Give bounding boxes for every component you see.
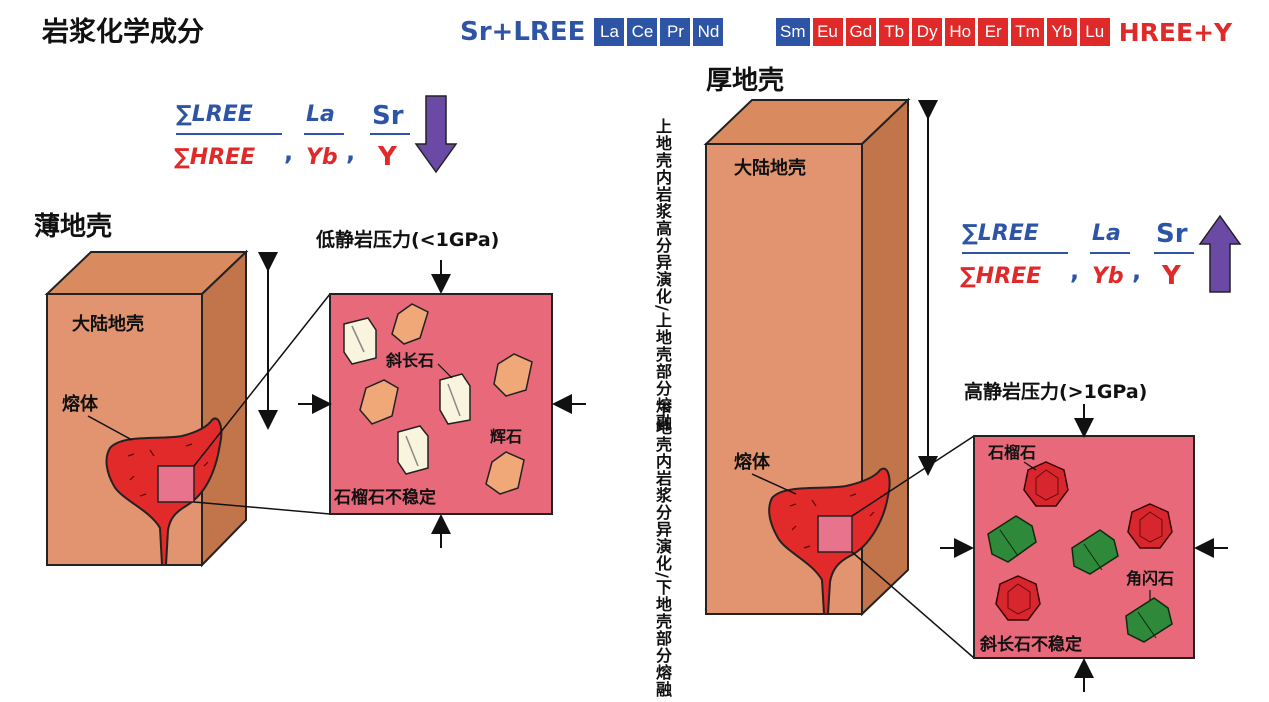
page-title: 岩浆化学成分: [42, 17, 204, 48]
thick-melt-pointer: [751, 473, 797, 495]
pyroxene-label: 辉石: [490, 427, 522, 446]
plagioclase-crystals: [343, 317, 471, 475]
amphibole-crystals: [987, 515, 1173, 643]
thin-crust-label: 大陆地壳: [72, 313, 144, 335]
hree-legend-label: HREE+Y: [1118, 17, 1233, 47]
la-label: La: [306, 102, 335, 127]
thin-melt-label: 熔体: [62, 393, 99, 415]
element-chip-tm: Tm: [1011, 18, 1044, 46]
thin-crust-block: [44, 249, 249, 568]
zoom-line-bottom: [193, 501, 331, 515]
element-chip-er: Er: [978, 18, 1009, 46]
high-pressure-label: 高静岩压力(>1GPa): [964, 380, 1147, 403]
zoom-line-top: [851, 435, 975, 517]
magnified-region: [817, 515, 853, 553]
ratio-group-thick: ∑LREE ∑HREE , La Yb , Sr Y: [960, 214, 1242, 293]
la-label: La: [1092, 221, 1121, 246]
lree-sum-label: ∑LREE: [176, 102, 253, 127]
lree-sum-label: ∑LREE: [962, 221, 1039, 246]
yb-label: Yb: [306, 145, 338, 170]
sr-label: Sr: [1156, 219, 1188, 249]
lower-crust-note: 下地壳内岩浆分异演化/下地壳部分熔融: [653, 402, 672, 698]
ratio-separator: ,: [284, 138, 293, 166]
element-chip-dy: Dy: [912, 18, 943, 46]
hree-sum-label: ∑HREE: [174, 145, 255, 170]
element-chip-gd: Gd: [845, 18, 877, 46]
low-pressure-label: 低静岩压力(<1GPa): [315, 228, 499, 251]
plagioclase-label: 斜长石: [385, 351, 434, 370]
thick-crust-heading: 厚地壳: [706, 66, 785, 96]
element-chip-tb: Tb: [879, 18, 910, 46]
ratio-separator: ,: [1132, 257, 1141, 285]
element-chip-pr: Pr: [660, 18, 691, 46]
thin-crust-heading: 薄地壳: [34, 212, 113, 242]
ratio-separator: ,: [1070, 257, 1079, 285]
thick-unstable-label: 斜长石不稳定: [979, 634, 1082, 655]
hree-legend: Sm Eu Gd Tb Dy Ho Er Tm Yb Lu HREE+Y: [776, 16, 1232, 48]
decrease-arrow-icon: [414, 95, 458, 174]
element-chip-eu: Eu: [812, 18, 843, 46]
ratio-separator: ,: [346, 138, 355, 166]
hree-sum-label: ∑HREE: [960, 264, 1041, 289]
thick-crust-block: [703, 97, 911, 617]
increase-arrow-icon: [1198, 214, 1242, 293]
thick-melt-label: 熔体: [734, 451, 771, 473]
y-label: Y: [1161, 261, 1182, 291]
element-chip-ho: Ho: [945, 18, 976, 46]
thin-unstable-label: 石榴石不稳定: [333, 487, 436, 508]
yb-label: Yb: [1092, 264, 1124, 289]
pyroxene-crystals: [359, 303, 533, 495]
element-chip-yb: Yb: [1046, 18, 1077, 46]
garnet-label: 石榴石: [987, 443, 1036, 462]
ratio-group-thin: ∑LREE ∑HREE , La Yb , Sr Y: [174, 95, 458, 174]
lree-legend-label: Sr+LREE: [460, 17, 586, 47]
sr-label: Sr: [372, 101, 404, 131]
element-chip-nd: Nd: [693, 18, 724, 46]
y-label: Y: [377, 142, 398, 172]
magnified-region: [157, 465, 195, 503]
thick-crust-label: 大陆地壳: [734, 157, 806, 179]
element-chip-lu: Lu: [1079, 18, 1110, 46]
upper-crust-note: 上地壳内岩浆高分异演化/上地壳部分熔融: [653, 118, 672, 431]
element-chip-la: La: [594, 18, 625, 46]
thin-melt-pointer: [87, 415, 133, 441]
zoom-line-top: [193, 293, 331, 467]
zoom-line-bottom: [851, 551, 975, 659]
amphibole-label: 角闪石: [1126, 569, 1174, 588]
element-chip-ce: Ce: [627, 18, 658, 46]
lree-legend: Sr+LREE La Ce Pr Nd: [460, 16, 724, 48]
element-chip-sm: Sm: [776, 18, 810, 46]
